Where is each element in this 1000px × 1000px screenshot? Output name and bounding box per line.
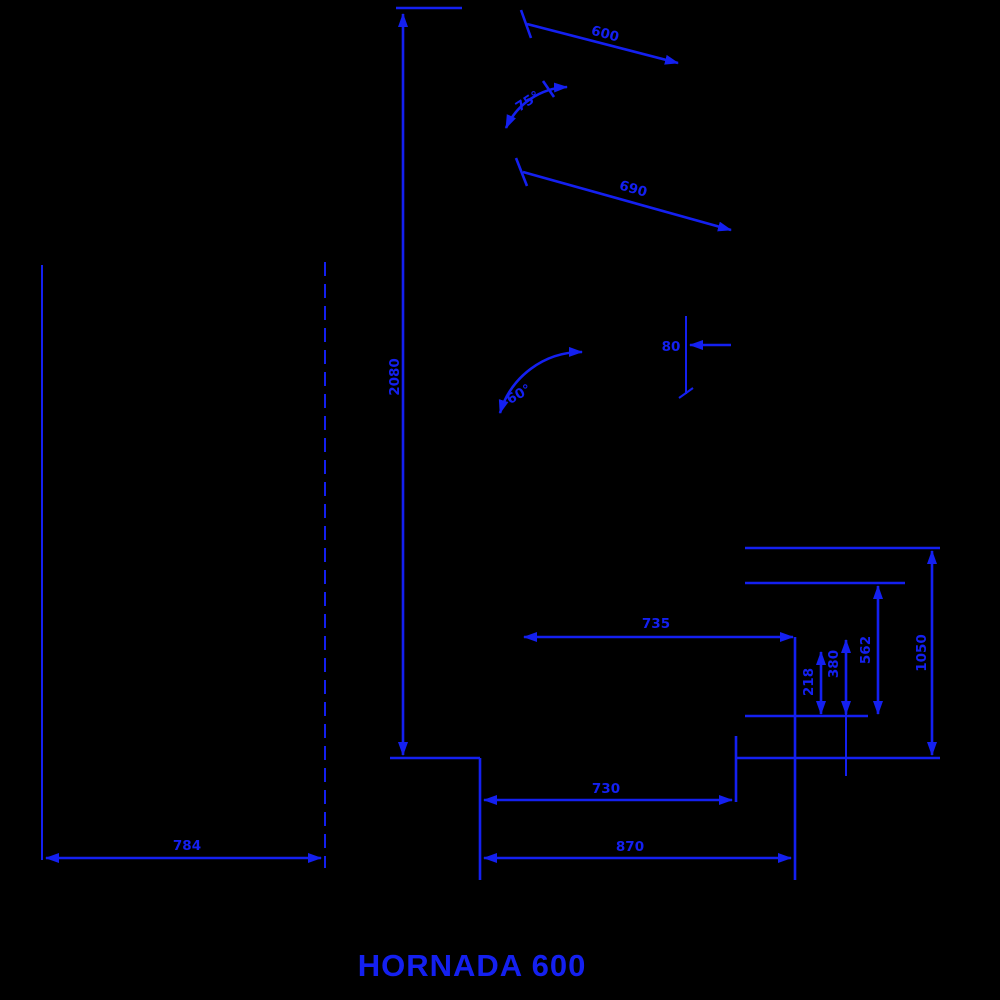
shelf-mid-dimension-line (522, 170, 732, 232)
gap-label: 80 (662, 339, 681, 355)
total-depth-label: 870 (616, 839, 644, 855)
left-width-label: 784 (173, 838, 201, 854)
shelf-mid-tick (514, 157, 529, 187)
height-c-label: 562 (858, 636, 874, 664)
height-dimension-label: 2080 (387, 358, 403, 396)
shelf-top-label: 600 (589, 23, 620, 46)
shelf-top-dimension-line (526, 22, 679, 65)
angle-mid-arc (498, 346, 583, 414)
gap-end-tick (678, 387, 694, 399)
height-b-label: 380 (826, 650, 842, 678)
shelf-top-tick (519, 9, 533, 39)
drawing-title: HORNADA 600 (357, 948, 587, 983)
angle-top-tick (541, 80, 556, 98)
angle-top-arc (504, 82, 568, 129)
depth-inner-label: 735 (642, 616, 670, 632)
angle-mid-label: 60° (504, 381, 534, 408)
base-depth-label: 730 (592, 781, 620, 797)
shelf-mid-label: 690 (617, 178, 649, 201)
height-a-label: 218 (801, 668, 817, 696)
height-d-label: 1050 (914, 634, 930, 672)
